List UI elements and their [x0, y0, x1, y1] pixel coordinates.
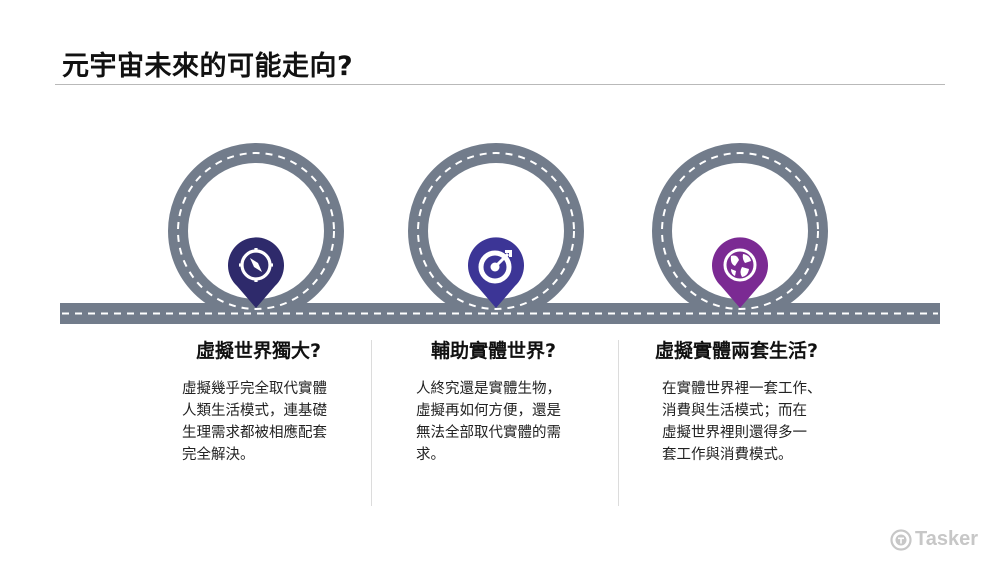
- body-line: 生理需求都被相應配套: [182, 425, 327, 441]
- column-heading: 輔助實體世界?: [431, 340, 557, 362]
- body-line: 無法全部取代實體的需: [416, 425, 561, 441]
- slide-title: 元宇宙未來的可能走向?: [62, 51, 354, 82]
- column-dual-life-body: 在實體世界裡一套工作、 消費與生活模式；而在 虛擬世界裡則還得多一 套工作與消費…: [662, 360, 822, 466]
- column-assist-physical: 輔助實體世界?: [431, 336, 556, 363]
- column-virtual-dominant-body: 虛擬幾乎完全取代實體 人類生活模式，連基礎 生理需求都被相應配套 完全解決。: [182, 360, 327, 466]
- pin-target: [467, 236, 525, 308]
- body-line: 虛擬幾乎完全取代實體: [182, 381, 327, 397]
- body-line: 人類生活模式，連基礎: [182, 403, 327, 419]
- body-line: 人終究還是實體生物，: [416, 381, 561, 397]
- column-assist-physical-body: 人終究還是實體生物， 虛擬再如何方便，還是 無法全部取代實體的需 求。: [416, 360, 561, 466]
- body-line: 求。: [416, 447, 445, 463]
- globe-icon: [723, 248, 757, 282]
- pin-globe: [711, 236, 769, 308]
- column-divider: [618, 340, 619, 506]
- body-line: 虛擬世界裡則還得多一: [662, 425, 807, 441]
- body-line: 消費與生活模式；而在: [662, 403, 807, 419]
- body-line: 虛擬再如何方便，還是: [416, 403, 561, 419]
- body-line: 在實體世界裡一套工作、: [662, 381, 822, 397]
- column-heading: 虛擬世界獨大?: [196, 340, 322, 362]
- body-line: 完全解決。: [182, 447, 255, 463]
- compass-icon: [239, 248, 273, 282]
- column-heading: 虛擬實體兩套生活?: [655, 340, 819, 362]
- column-dual-life: 虛擬實體兩套生活?: [655, 336, 818, 363]
- body-line: 套工作與消費模式。: [662, 447, 793, 463]
- column-virtual-dominant: 虛擬世界獨大?: [196, 336, 321, 363]
- pin-compass: [227, 236, 285, 308]
- tasker-logo: Tasker: [890, 528, 978, 551]
- column-divider: [371, 340, 372, 506]
- target-arrow-icon: [478, 250, 512, 284]
- title-underline: [55, 84, 945, 85]
- logo-text: Tasker: [915, 528, 979, 550]
- tasker-logo-icon: [890, 528, 912, 551]
